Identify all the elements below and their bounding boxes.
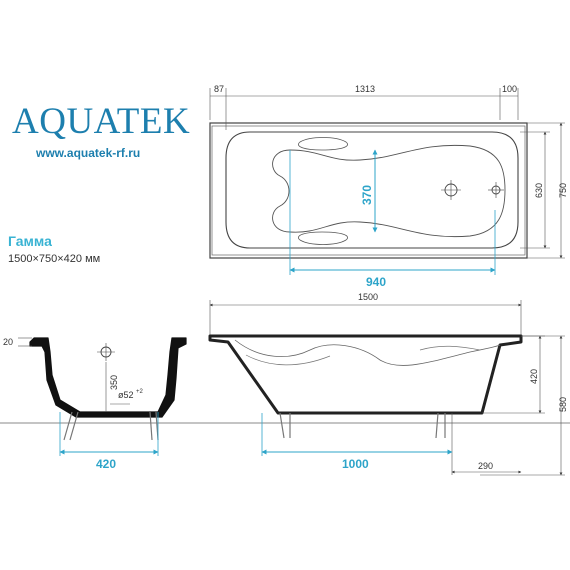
top-view-basin: [225, 131, 519, 249]
dim-end-height: 350: [109, 375, 119, 390]
website-link[interactable]: www.aquatek-rf.ru: [36, 146, 141, 160]
dim-drain: ø52: [118, 390, 134, 400]
dim-depth: 420: [529, 369, 539, 384]
side-view-legs: [279, 412, 446, 439]
top-view-headrest-curve: [298, 137, 348, 151]
top-view-outline: [209, 122, 528, 259]
brand-logo: AQUATEK: [12, 101, 191, 142]
side-view-inner-curve: [234, 339, 501, 366]
dim-leg-offset: 290: [478, 461, 493, 471]
dim-top-left: 87: [214, 84, 224, 94]
dim-highlight-horizontal: 940: [366, 275, 386, 289]
dim-top-right: 100: [502, 84, 517, 94]
dim-inner-width: 630: [534, 183, 544, 198]
dim-rim: 20: [3, 337, 13, 347]
dim-end-width: 420: [96, 457, 116, 471]
dim-top-center: 1313: [355, 84, 375, 94]
top-view: 87 1313 100 630 750 370 940: [209, 84, 568, 289]
dim-drain-sup: +2: [136, 389, 144, 395]
dim-highlight-vertical: 370: [360, 185, 374, 205]
dim-total-height: 580: [558, 397, 568, 412]
side-view: 1500 420 580 1000 290: [208, 292, 568, 476]
top-view-rim: [211, 125, 526, 256]
dim-total-length: 1500: [358, 292, 378, 302]
dim-bottom-length: 1000: [342, 457, 369, 471]
model-dimensions: 1500×750×420 мм: [8, 253, 101, 265]
side-view-outline: [208, 334, 523, 415]
end-view: 350 ø52 +2 20 420: [3, 337, 187, 471]
top-view-headrest-curve-2: [298, 231, 348, 245]
dim-outer-width: 750: [558, 183, 568, 198]
end-view-outline: [29, 337, 187, 418]
model-name: Гамма: [8, 233, 52, 249]
top-view-armrest-curve: [272, 144, 506, 238]
